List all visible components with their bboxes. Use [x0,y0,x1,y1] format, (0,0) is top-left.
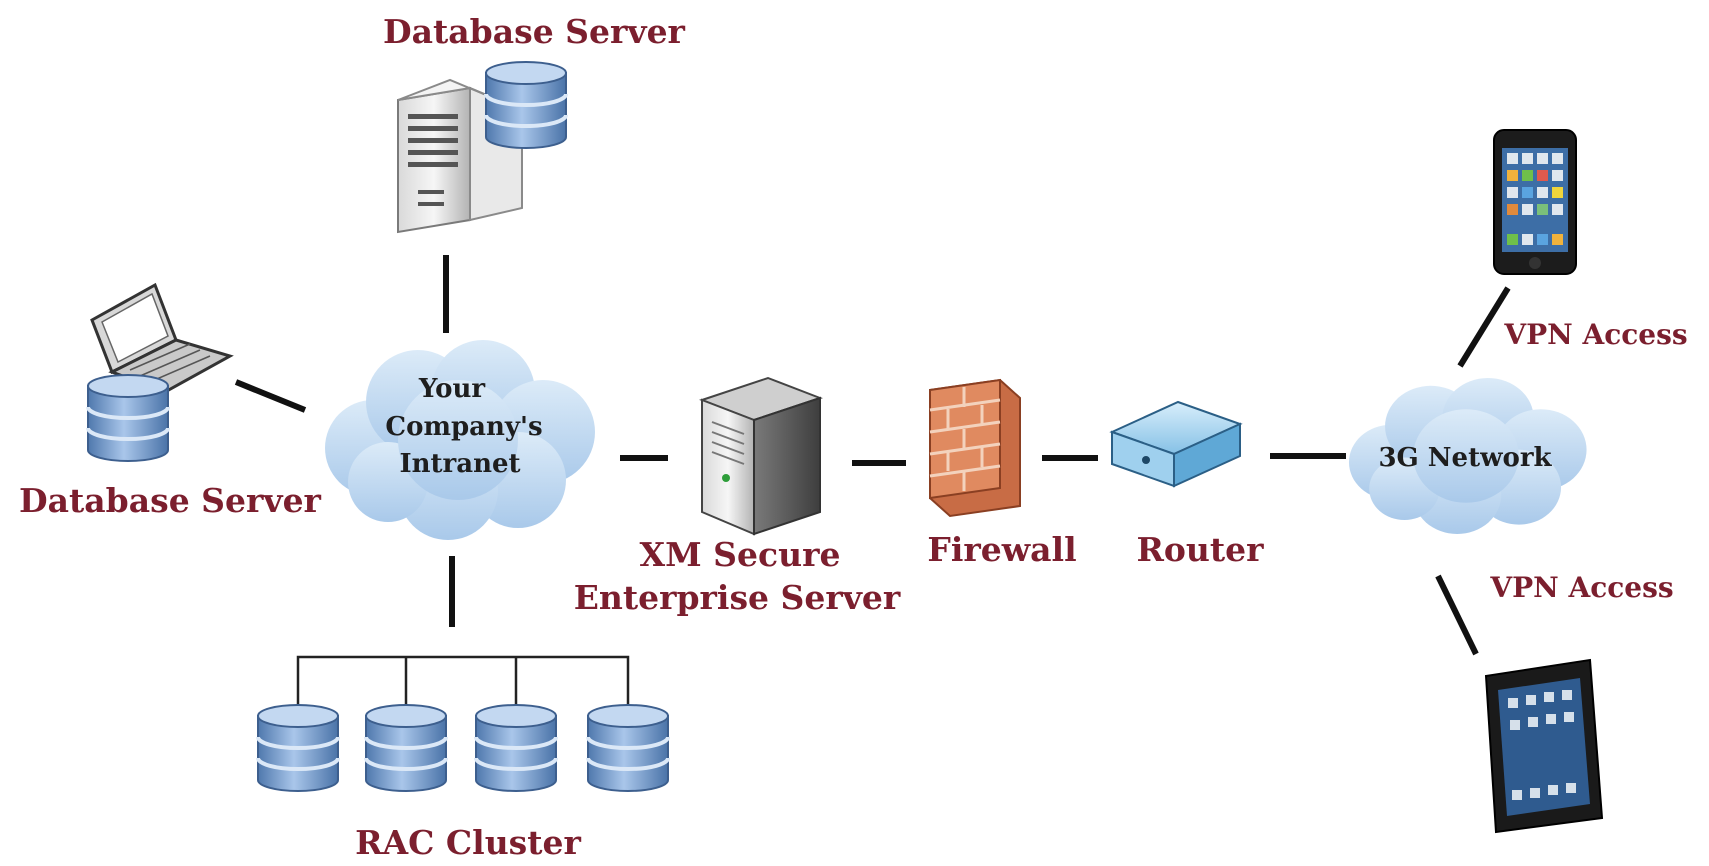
database-icon [586,703,670,793]
label-database-server-left: Database Server [19,481,322,520]
label-3g-network: 3G Network [1378,443,1552,473]
database-icon [86,373,170,463]
phone-icon [1493,129,1577,275]
label-xm-line1: XM Secure [640,535,841,574]
database-icon [484,60,568,150]
computer-tower-icon [397,78,523,234]
label-vpn-access-top: VPN Access [1503,318,1687,351]
label-router: Router [1136,530,1264,569]
line-3g-to-phone [1457,286,1511,368]
tablet-icon [1484,658,1604,834]
label-intranet-line2: Company's [385,412,542,442]
label-intranet-line1: Your [418,374,486,404]
label-xm-line2: Enterprise Server [574,578,901,617]
database-icon [474,703,558,793]
laptop-icon [90,282,234,394]
line-3g-to-tablet [1435,574,1479,656]
database-icon [256,703,340,793]
label-vpn-access-bottom: VPN Access [1489,571,1673,604]
line-laptop-to-intranet [234,379,307,413]
router-icon [1109,400,1243,488]
connection-lines [234,255,1511,656]
rac-bus [296,655,630,705]
label-firewall: Firewall [927,530,1076,569]
server-icon [699,376,823,536]
label-intranet-line3: Intranet [399,449,520,479]
label-rac-cluster: RAC Cluster [355,823,581,862]
database-icon [364,703,448,793]
firewall-icon [929,378,1021,518]
label-database-server-top: Database Server [383,12,686,51]
